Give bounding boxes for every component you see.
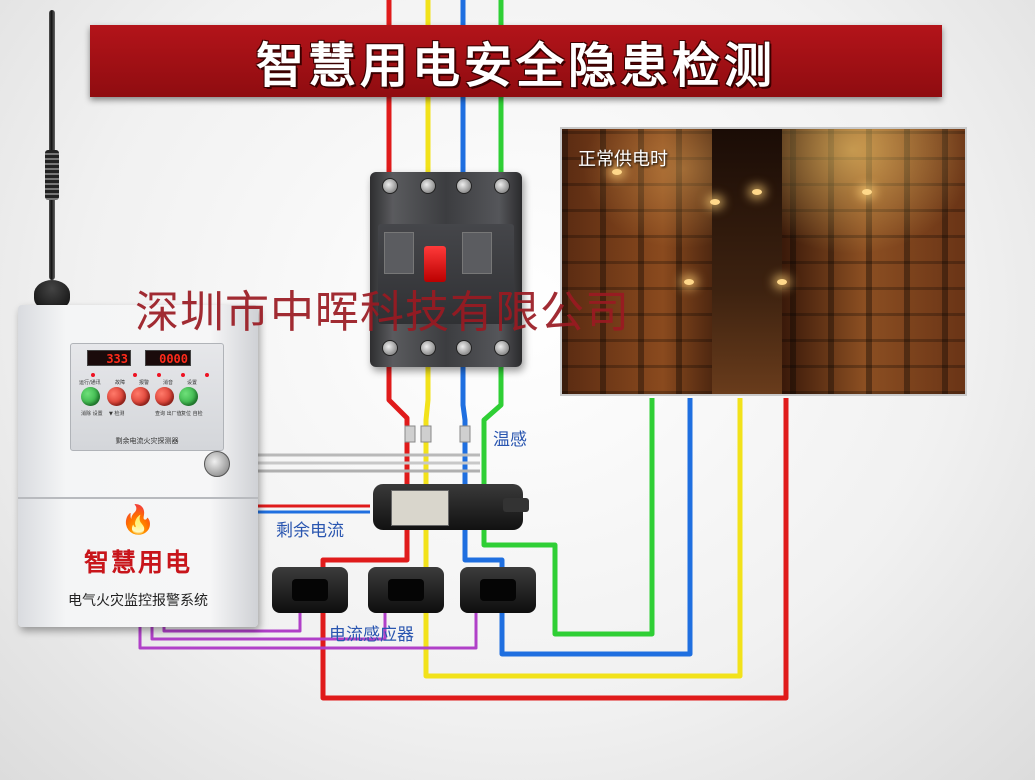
ceiling-light <box>862 189 872 195</box>
red-wire <box>320 360 789 701</box>
terminal-screw <box>420 178 436 194</box>
status-led <box>157 373 161 377</box>
terminal-screw <box>382 340 398 356</box>
led-display-right: 0000 <box>145 350 191 366</box>
circuit-breaker <box>370 172 522 367</box>
terminal-screw <box>456 340 472 356</box>
fire-icon: 🔥 <box>120 503 156 536</box>
status-led <box>205 373 209 377</box>
reset-button[interactable] <box>179 387 198 406</box>
photo-caption: 正常供电时 <box>578 149 668 170</box>
current-sensor <box>368 567 444 613</box>
check-button[interactable] <box>107 387 126 406</box>
temperature-probe <box>404 425 416 443</box>
terminal-screw <box>456 178 472 194</box>
button-sublabel: 复位 自检 <box>181 411 203 417</box>
status-led <box>133 373 137 377</box>
sensor-lead-purple <box>150 612 387 641</box>
brand-logo-text: 智慧用电 <box>83 548 192 577</box>
status-led <box>181 373 185 377</box>
green-wire <box>481 360 655 637</box>
breaker-switch[interactable] <box>424 246 446 282</box>
sensor-window <box>480 579 516 601</box>
button-label: 设置 <box>187 380 198 386</box>
ceiling-light <box>612 169 622 175</box>
yellow-wire <box>423 360 743 679</box>
warehouse-photo: 正常供电时 <box>560 127 967 396</box>
button-label: 消音 <box>163 380 174 386</box>
alarm-button[interactable] <box>131 387 150 406</box>
antenna-base <box>34 280 70 308</box>
photo-aisle <box>712 129 782 394</box>
rcd-mount-tab <box>503 498 529 512</box>
button-sublabel: 消除 设置 <box>81 411 103 417</box>
current-sensor-label: 电流感应器 <box>329 625 414 645</box>
key-lock-icon[interactable] <box>204 451 230 477</box>
sensor-lead-purple <box>138 605 478 650</box>
breaker-nameplate <box>462 232 492 274</box>
button-sublabel: 查询 出厂值 <box>155 411 182 417</box>
terminal-screw <box>420 340 436 356</box>
current-sensor <box>460 567 536 613</box>
button-label: 报警 <box>139 380 150 386</box>
residual-current-label: 剩余电流 <box>276 521 344 541</box>
temperature-probe <box>420 425 432 443</box>
monitor-divider <box>18 497 258 499</box>
ceiling-light <box>777 279 787 285</box>
breaker-face <box>378 224 514 324</box>
terminal-screw <box>494 340 510 356</box>
title-banner: 智慧用电安全隐患检测 <box>90 25 942 97</box>
company-watermark: 深圳市中晖科技有限公司 <box>135 287 630 338</box>
sensor-window <box>388 579 424 601</box>
monitor-device: 333 0000 运行/通讯 故障 报警 消音 设置 消除 设置 ▼ 检测 查询… <box>18 305 258 627</box>
temperature-label: 温感 <box>493 430 527 450</box>
mute-button[interactable] <box>81 387 100 406</box>
button-label: 运行/通讯 <box>79 380 101 386</box>
button-sublabel: ▼ 检测 <box>109 411 125 417</box>
breaker-nameplate <box>384 232 414 274</box>
ceiling-light <box>684 279 694 285</box>
terminal-screw <box>382 178 398 194</box>
terminal-screw <box>494 178 510 194</box>
residual-current-transformer <box>373 484 529 530</box>
temperature-probe <box>459 425 471 443</box>
system-label: 电气火灾监控报警系统 <box>68 593 208 609</box>
status-led <box>91 373 95 377</box>
current-sensor <box>272 567 348 613</box>
antenna-coil <box>45 150 59 200</box>
rcd-nameplate <box>391 490 449 526</box>
blue-wire <box>460 360 693 657</box>
banner-title: 智慧用电安全隐患检测 <box>255 38 776 94</box>
ceiling-light <box>752 189 762 195</box>
sensor-lead-purple <box>162 612 302 633</box>
monitor-control-panel: 333 0000 运行/通讯 故障 报警 消音 设置 消除 设置 ▼ 检测 查询… <box>70 343 224 451</box>
antenna-icon <box>49 10 55 280</box>
query-button[interactable] <box>155 387 174 406</box>
panel-caption: 剩余电流火灾探测器 <box>115 437 179 445</box>
led-display-left: 333 <box>87 350 131 366</box>
ceiling-light <box>710 199 720 205</box>
sensor-window <box>292 579 328 601</box>
button-label: 故障 <box>115 380 126 386</box>
